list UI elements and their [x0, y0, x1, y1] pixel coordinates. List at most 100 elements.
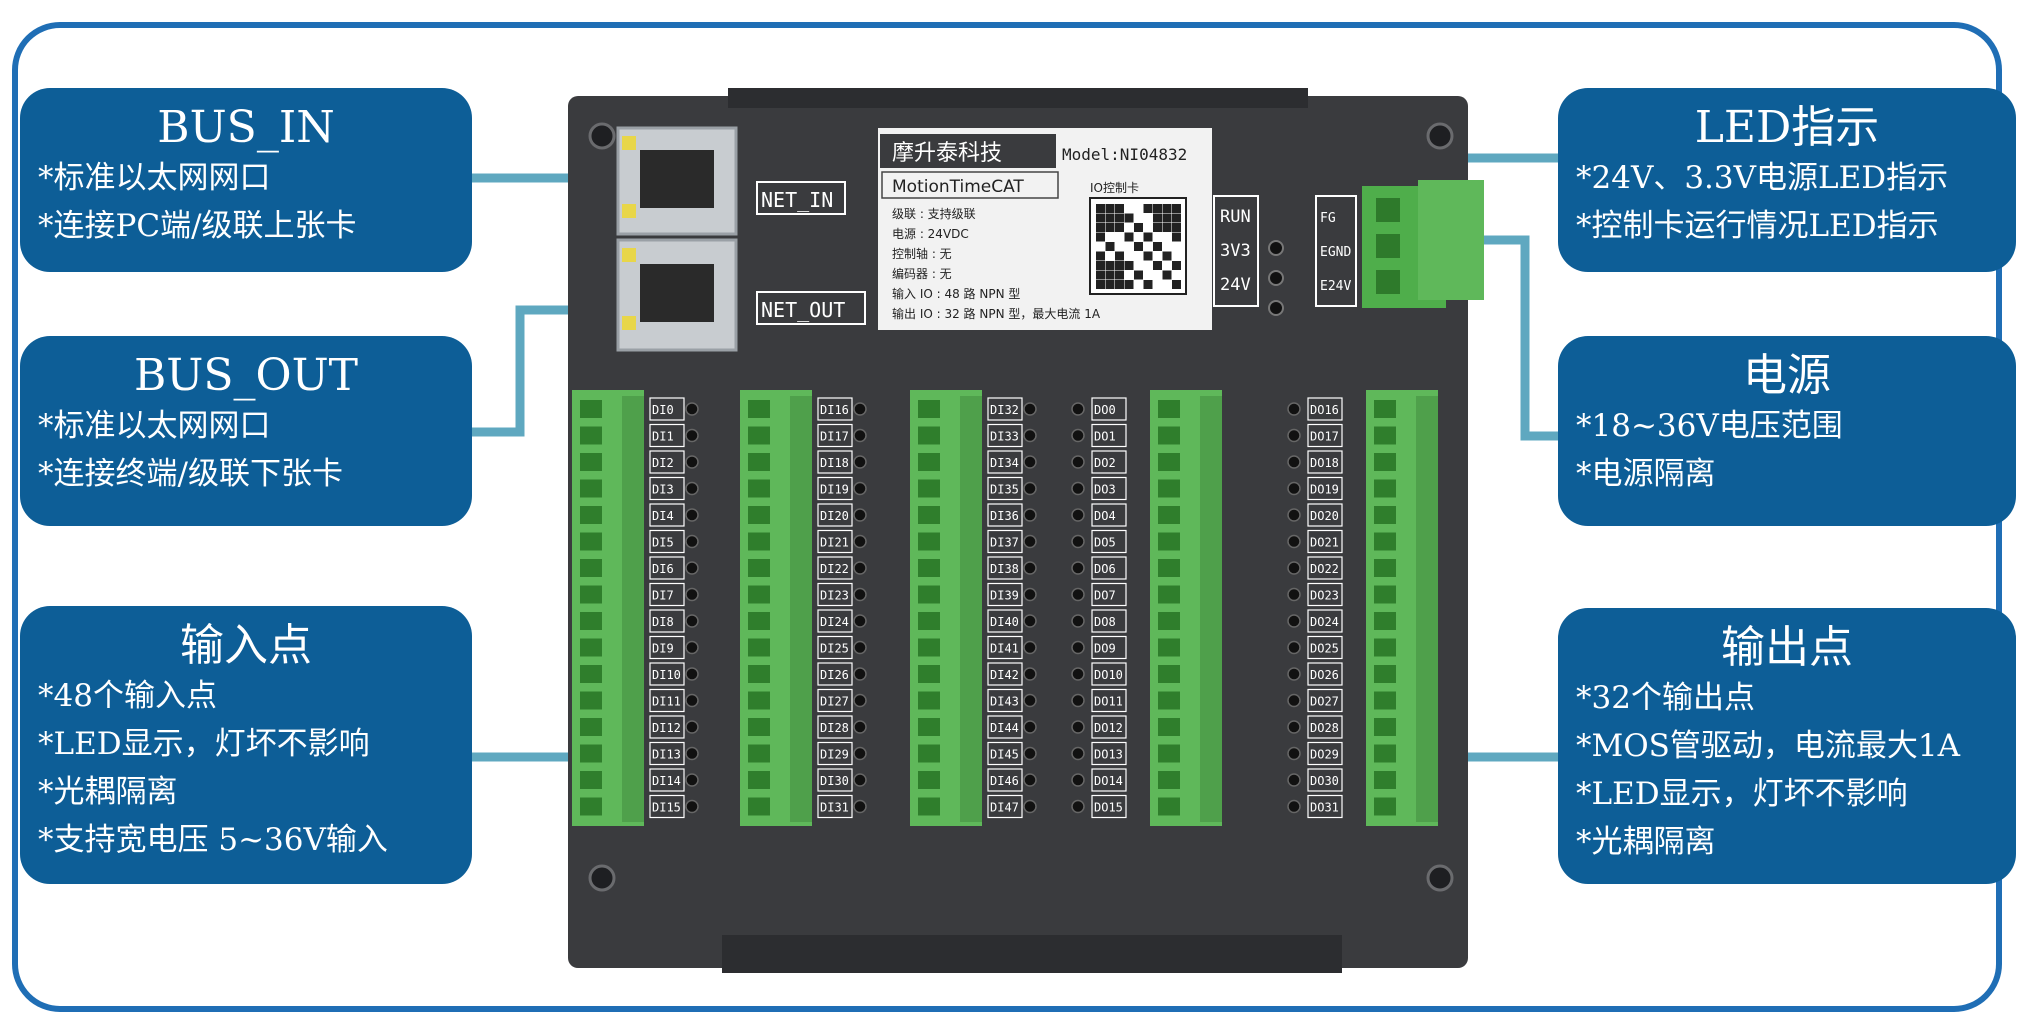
pin-label-box — [987, 768, 1023, 792]
led-dot — [685, 508, 699, 522]
qr-module — [1096, 213, 1105, 223]
pin-label-box — [817, 715, 853, 739]
terminal-screw-icon — [1374, 559, 1396, 577]
callout-line: *18~36V电压范围 — [1576, 408, 1843, 444]
pin-label-box — [649, 582, 685, 607]
screw-icon — [1426, 122, 1454, 150]
pin-label-box — [1307, 662, 1343, 686]
terminal-screw-icon — [1374, 453, 1396, 471]
pin-label: DI38 — [990, 562, 1019, 576]
terminal-screw-icon — [748, 797, 770, 816]
led-dot — [1071, 561, 1085, 575]
pin-label-box — [1091, 662, 1127, 686]
pin-label-box — [649, 450, 685, 474]
pin-label-box — [1091, 715, 1127, 739]
led-dot — [1071, 773, 1085, 787]
qr-module — [1134, 270, 1143, 280]
qr-module — [1153, 223, 1162, 232]
callout-line: *标准以太网网口 — [38, 408, 271, 444]
terminal-screw-icon — [748, 426, 770, 445]
qr-module — [1153, 204, 1162, 213]
led-dot — [853, 693, 867, 708]
terminal-screw-icon — [1374, 585, 1396, 604]
pin-label: DO3 — [1094, 483, 1116, 497]
pin-label: DI18 — [820, 456, 849, 470]
led-dot — [685, 614, 699, 628]
callout-title: 输入点 — [180, 620, 312, 671]
terminal-screw-icon — [748, 612, 770, 630]
terminal-screw-icon — [580, 638, 602, 657]
pin-label-box — [1091, 556, 1127, 580]
pin-label-box — [1307, 768, 1343, 792]
pin-label: DI7 — [652, 589, 674, 603]
led-dot — [1287, 799, 1301, 814]
led-dot — [1071, 587, 1085, 602]
qr-module — [1115, 270, 1124, 280]
led-dot — [1071, 720, 1085, 734]
led-dot — [685, 746, 699, 761]
terminal-screw-icon — [918, 638, 940, 657]
pin-label: DO28 — [1310, 721, 1339, 735]
led-dot — [853, 720, 867, 734]
led-dot — [1023, 587, 1037, 602]
terminal-screw-icon — [748, 744, 770, 763]
pin-label: DI5 — [652, 536, 674, 550]
qr-module — [1153, 242, 1162, 251]
led-dot — [1268, 240, 1284, 256]
terminal-screw-icon — [1374, 479, 1396, 498]
qr-module — [1172, 232, 1181, 242]
pin-label-box — [1307, 529, 1343, 554]
terminal-screw-icon — [580, 426, 602, 445]
callout-line: *24V、3.3V电源LED指示 — [1576, 160, 1949, 196]
qr-module — [1096, 270, 1105, 280]
qr-module — [1115, 261, 1124, 270]
spec-line: 输出 IO : 32 路 NPN 型，最大电流 1A — [892, 306, 1101, 321]
led-dot — [685, 402, 699, 416]
led-dot — [685, 481, 699, 496]
led-dot — [853, 455, 867, 469]
terminal-screw-icon — [748, 691, 770, 710]
led-dot — [853, 614, 867, 628]
qr-module — [1115, 251, 1124, 261]
terminal-screw-icon — [748, 638, 770, 657]
qr-module — [1162, 204, 1172, 213]
terminal-screw-icon — [748, 479, 770, 498]
callout-line: *标准以太网网口 — [38, 160, 271, 196]
led-dot — [685, 561, 699, 575]
led-dot — [853, 428, 867, 443]
pin-label-box — [1307, 556, 1343, 580]
terminal-screw-icon — [918, 532, 940, 551]
qr-module — [1105, 204, 1115, 213]
led-dot — [1023, 720, 1037, 734]
pin-label: DI29 — [820, 748, 849, 762]
callout-line: *32个输出点 — [1576, 680, 1755, 716]
terminal-screw-icon — [580, 612, 602, 630]
pin-label: DO13 — [1094, 748, 1123, 762]
terminal-screw-icon — [1158, 691, 1180, 710]
power-label: E24V — [1320, 279, 1351, 294]
led-dot — [1023, 746, 1037, 761]
callout-line: *电源隔离 — [1576, 456, 1716, 492]
product-text: MotionTimeCAT — [892, 177, 1024, 197]
pin-label-box — [987, 529, 1023, 554]
led-dot — [1023, 693, 1037, 708]
terminal-screw-icon — [580, 771, 602, 789]
pin-label: DI13 — [652, 748, 681, 762]
pin-label-box — [817, 529, 853, 554]
led-dot — [1023, 640, 1037, 655]
terminal-screw-icon — [1158, 559, 1180, 577]
led-dot — [685, 534, 699, 549]
terminal-screw-icon — [918, 453, 940, 471]
terminal-screw-icon — [1158, 665, 1180, 683]
led-dot — [1268, 270, 1284, 286]
pin-label: DO26 — [1310, 668, 1339, 682]
pin-label: DI22 — [820, 562, 849, 576]
qr-module — [1153, 213, 1162, 223]
pin-label-box — [987, 662, 1023, 686]
pin-label: DI28 — [820, 721, 849, 735]
led-dot — [1287, 667, 1301, 681]
pin-label: DI15 — [652, 801, 681, 815]
qr-module — [1105, 280, 1115, 289]
